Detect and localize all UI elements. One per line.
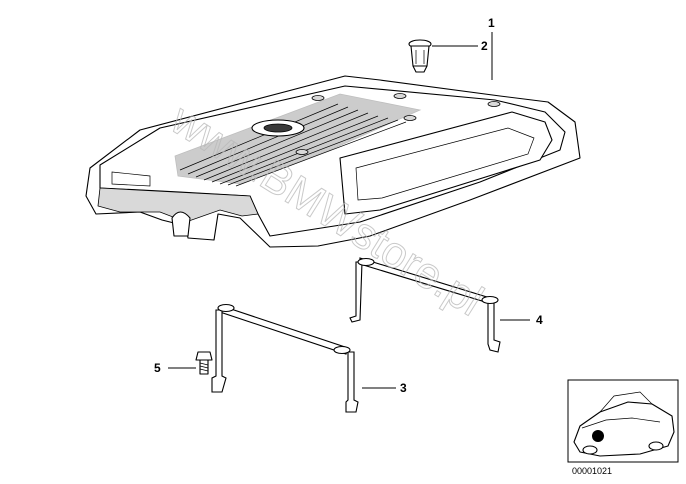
car-icon bbox=[573, 391, 675, 457]
engine-cover-notch bbox=[171, 211, 191, 237]
bracket-lower-left-eye bbox=[217, 303, 235, 313]
engine-cover-right-panel bbox=[339, 111, 553, 215]
engine-cover-hole bbox=[403, 115, 417, 121]
callout-5: 5 bbox=[154, 361, 161, 375]
bracket-upper-left-leg bbox=[349, 261, 363, 323]
engine-cover-hole bbox=[487, 101, 501, 107]
engine-cover-emblem-center bbox=[263, 123, 293, 133]
bracket-upper-right-leg bbox=[487, 301, 501, 353]
engine-location-marker bbox=[592, 430, 604, 442]
bolt-thread bbox=[199, 362, 209, 372]
callout-4: 4 bbox=[536, 313, 543, 327]
bracket-upper-part[interactable] bbox=[349, 257, 501, 353]
callout-2: 2 bbox=[481, 39, 488, 53]
bracket-upper-left-eye bbox=[357, 257, 375, 267]
callout-1: 1 bbox=[488, 16, 495, 30]
bracket-lower-left-leg bbox=[211, 309, 227, 393]
bracket-lower-right-eye bbox=[333, 345, 351, 355]
thumbnail-reference-number: 00001021 bbox=[572, 466, 612, 476]
bracket-upper-right-eye bbox=[481, 295, 499, 305]
engine-cover-ribs bbox=[174, 93, 422, 187]
engine-cover-hole bbox=[311, 95, 325, 101]
grommet-tip bbox=[412, 65, 428, 73]
engine-cover-part[interactable] bbox=[85, 75, 581, 248]
grommet-part[interactable] bbox=[408, 39, 432, 73]
bolt-part[interactable] bbox=[195, 351, 213, 375]
engine-cover-front-skirt bbox=[97, 187, 259, 223]
engine-cover-hole bbox=[295, 149, 309, 155]
bolt-head bbox=[195, 351, 213, 361]
bracket-lower-right-leg bbox=[345, 351, 359, 413]
locator-thumbnail: 00001021 bbox=[567, 379, 679, 476]
grommet-slot bbox=[415, 50, 425, 64]
engine-cover-right-panel-inner bbox=[355, 127, 535, 201]
bracket-lower-part[interactable] bbox=[211, 303, 359, 413]
bracket-lower-bar bbox=[219, 305, 349, 355]
engine-cover-left-slot bbox=[111, 171, 151, 187]
callout-3: 3 bbox=[400, 381, 407, 395]
grommet-body bbox=[410, 45, 430, 67]
leader-lines bbox=[168, 32, 530, 389]
engine-cover-hole bbox=[393, 93, 407, 99]
